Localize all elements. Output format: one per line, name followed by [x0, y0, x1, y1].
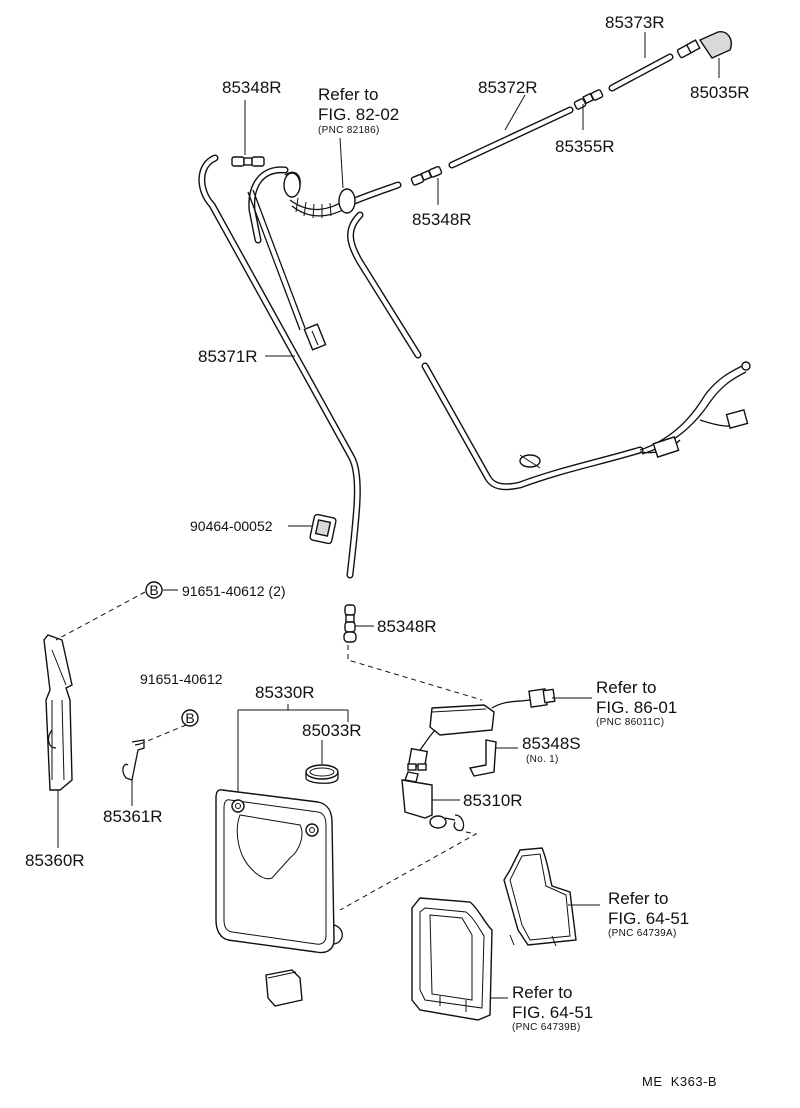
joint-85355R: [573, 89, 604, 110]
ref-line3: (PNC 64739B): [512, 1022, 581, 1033]
hose-85372R: [448, 106, 574, 169]
hose-wiper-inner: [248, 166, 289, 244]
joint-85348R-top: [231, 156, 265, 167]
label-85372R: 85372R: [478, 78, 538, 97]
clip-mark-text: B: [149, 582, 158, 598]
label-85035R: 85035R: [690, 83, 750, 102]
hose-85371R: [198, 154, 361, 579]
ref-line1: Refer to: [318, 85, 378, 104]
wire-harness-left: [247, 189, 327, 351]
bellows-grommet: [283, 171, 356, 219]
ref-line3: (PNC 86011C): [596, 717, 664, 728]
ref-line2: FIG. 86-01: [596, 698, 677, 717]
clip-90464: [309, 513, 337, 545]
ref-line3: (PNC 82186): [318, 125, 380, 136]
label-85348R-top: 85348R: [222, 78, 282, 97]
label-85371R: 85371R: [198, 347, 258, 366]
tank-85330R: [215, 789, 343, 954]
leader-lines: [55, 32, 720, 999]
ref-line2: FIG. 64-51: [608, 909, 689, 928]
label-85348R-low: 85348R: [377, 617, 437, 636]
hose-85373R: [608, 53, 674, 92]
ref-fig-86-01: Refer to FIG. 86-01 (PNC 86011C): [596, 678, 677, 728]
ref-fig-64-51-b: Refer to FIG. 64-51 (PNC 64739B): [512, 983, 593, 1033]
label-85330R: 85330R: [255, 683, 315, 702]
ref-fig-64-51-a: Refer to FIG. 64-51 (PNC 64739A): [608, 889, 689, 939]
label-85360R: 85360R: [25, 851, 85, 870]
hook-85361R: [122, 739, 145, 781]
ref-line2: FIG. 64-51: [512, 1003, 593, 1022]
joint-85348R-low: [343, 604, 357, 643]
label-85348S: 85348S: [522, 734, 581, 753]
cover-64739B: [411, 897, 493, 1021]
pump-85310R: [401, 771, 465, 832]
doc-code: ME K363-B: [642, 1074, 717, 1089]
label-90464: 90464-00052: [190, 518, 273, 534]
label-85361R: 85361R: [103, 807, 163, 826]
wire-harness-right: [519, 361, 751, 469]
clip-symbol-1: B: [145, 581, 163, 599]
joint-85348R-mid: [410, 165, 443, 186]
ref-line2: FIG. 82-02: [318, 105, 399, 124]
label-85355R: 85355R: [555, 137, 615, 156]
clip-mark-text: B: [185, 710, 194, 726]
bracket-85360R: [43, 634, 73, 791]
label-85373R: 85373R: [605, 13, 665, 32]
ref-fig-82-02: Refer to FIG. 82-02 (PNC 82186): [318, 85, 399, 136]
connector-block: [407, 688, 556, 771]
label-85348R-mid: 85348R: [412, 210, 472, 229]
nozzle-85035R: [676, 31, 732, 59]
label-91651-2: 91651-40612 (2): [182, 583, 286, 599]
hose-right-upper: [347, 211, 422, 359]
label-85348S-note: (No. 1): [526, 754, 559, 765]
hose-right-lower: [421, 362, 644, 491]
label-91651: 91651-40612: [140, 671, 223, 687]
ref-line1: Refer to: [596, 678, 656, 697]
label-85310R: 85310R: [463, 791, 523, 810]
cap-85033R: [305, 764, 339, 784]
clip-symbol-2: B: [181, 709, 199, 727]
cover-64739A: [503, 847, 577, 947]
ref-line1: Refer to: [608, 889, 668, 908]
hose-85348S: [468, 739, 497, 777]
label-85033R: 85033R: [302, 721, 362, 740]
ref-line1: Refer to: [512, 983, 572, 1002]
block-part: [265, 969, 303, 1007]
ref-line3: (PNC 64739A): [608, 928, 677, 939]
